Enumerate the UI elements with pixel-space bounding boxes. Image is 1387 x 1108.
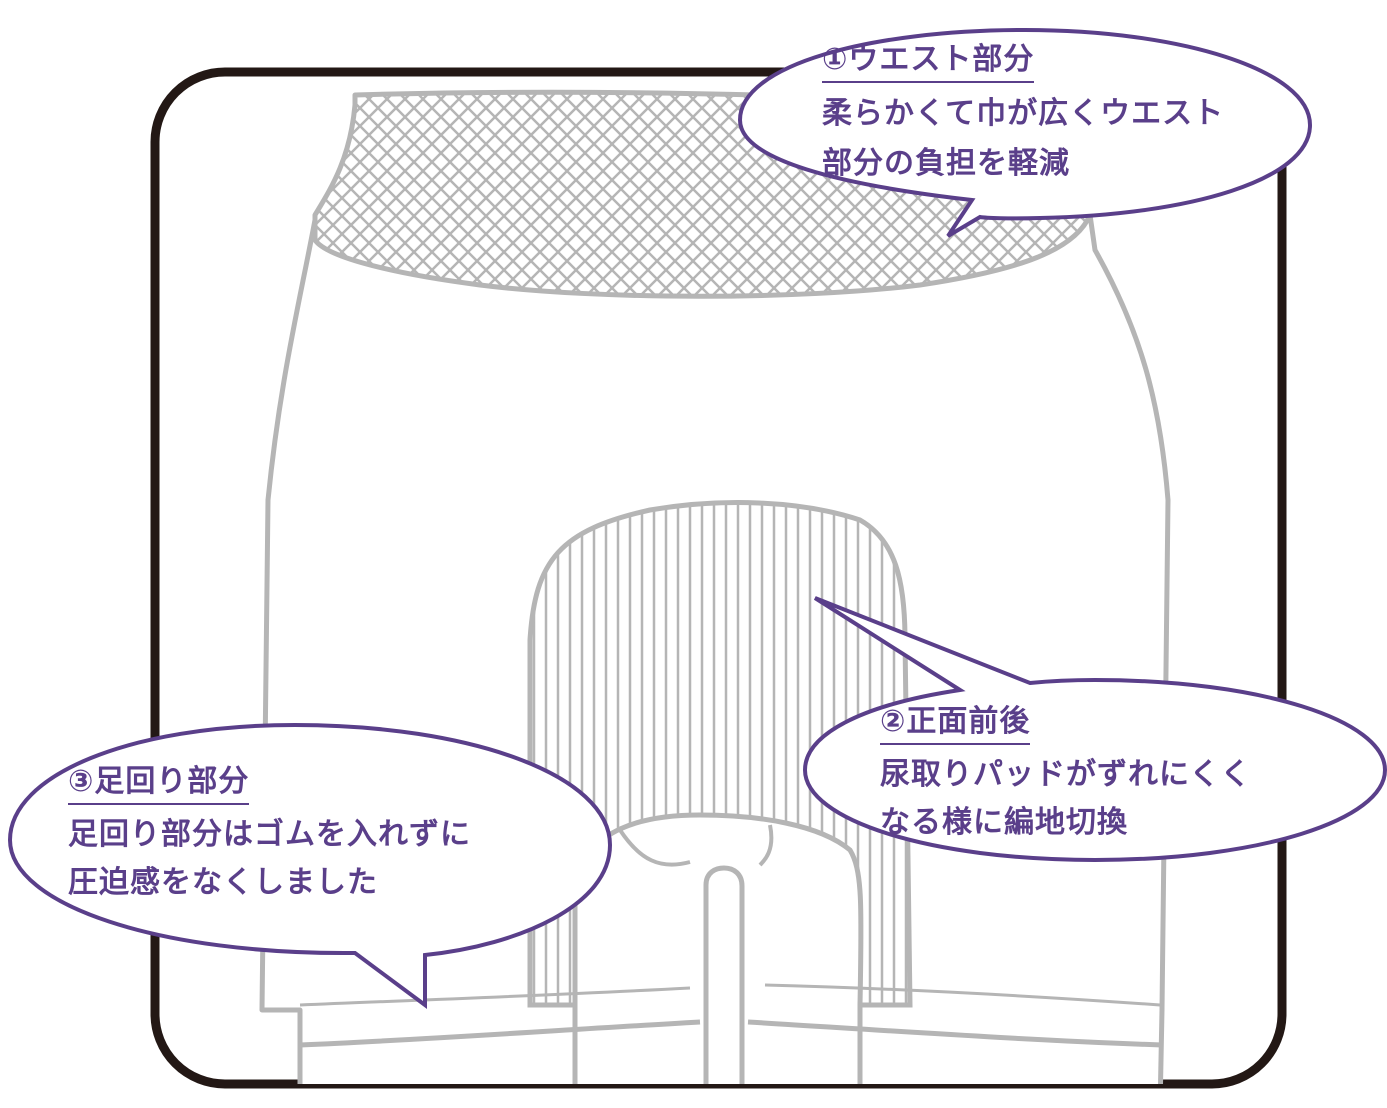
callout-leg-title: ③足回り部分 — [68, 762, 250, 805]
callout-front-back: ②正面前後 尿取りパッドがずれにくく なる様に編地切換 — [880, 702, 1251, 847]
callout-waist: ①ウエスト部分 柔らかくて巾が広くウエスト 部分の負担を軽減 — [822, 40, 1224, 189]
callout-front-back-title: ②正面前後 — [880, 702, 1031, 745]
callout-front-back-line-2: なる様に編地切換 — [880, 805, 1128, 840]
callout-leg-line-1: 足回り部分はゴムを入れずに — [68, 817, 471, 852]
center-seam — [703, 865, 745, 1084]
callout-front-back-line-1: 尿取りパッドがずれにくく — [880, 757, 1252, 792]
callout-waist-title: ①ウエスト部分 — [822, 40, 1035, 83]
callout-bubble-front-back — [802, 596, 1387, 863]
callout-leg-line-2: 圧迫感をなくしました — [68, 865, 378, 900]
callout-bubble-leg — [7, 722, 613, 1009]
callout-waist-line-2: 部分の負担を軽減 — [822, 146, 1070, 181]
callout-waist-line-1: 柔らかくて巾が広くウエスト — [822, 96, 1225, 131]
callout-leg: ③足回り部分 足回り部分はゴムを入れずに 圧迫感をなくしました — [68, 762, 471, 907]
